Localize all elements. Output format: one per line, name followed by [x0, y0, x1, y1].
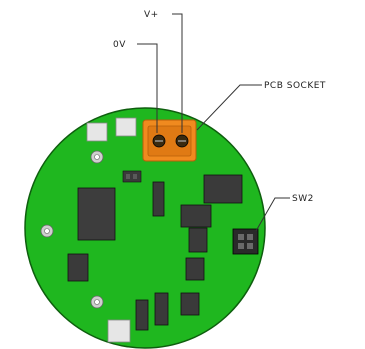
component-right-top: [203, 174, 243, 204]
component-bottom-right: [180, 292, 200, 316]
component-left-lower: [67, 253, 89, 282]
component-below-mid: [188, 227, 208, 253]
mounting-hole-top: [90, 150, 104, 164]
leader-0v: [137, 43, 158, 133]
small-chip: [122, 170, 142, 183]
large-ic: [77, 187, 116, 241]
leader-sw2: [255, 197, 290, 232]
pcb-board: [24, 107, 266, 349]
leader-vplus: [172, 13, 183, 133]
pcb-socket: [142, 119, 197, 162]
pad-bottom: [107, 319, 131, 343]
label-vplus: V+: [144, 10, 159, 20]
pad-top-left: [86, 122, 108, 142]
pad-top-center: [115, 117, 137, 137]
leader-pcb-socket: [196, 84, 262, 131]
sw2-switch: [232, 228, 259, 255]
component-lower-right: [185, 257, 205, 281]
part-bottom-1: [135, 299, 149, 331]
resistor-vertical: [152, 181, 165, 217]
label-0v: 0V: [113, 40, 126, 50]
mounting-hole-bottom: [90, 295, 104, 309]
component-mid-right: [180, 204, 212, 228]
mounting-hole-left: [40, 224, 54, 238]
label-pcb-socket: PCB SOCKET: [264, 81, 326, 91]
part-bottom-2: [154, 292, 169, 326]
label-sw2: SW2: [292, 194, 314, 204]
